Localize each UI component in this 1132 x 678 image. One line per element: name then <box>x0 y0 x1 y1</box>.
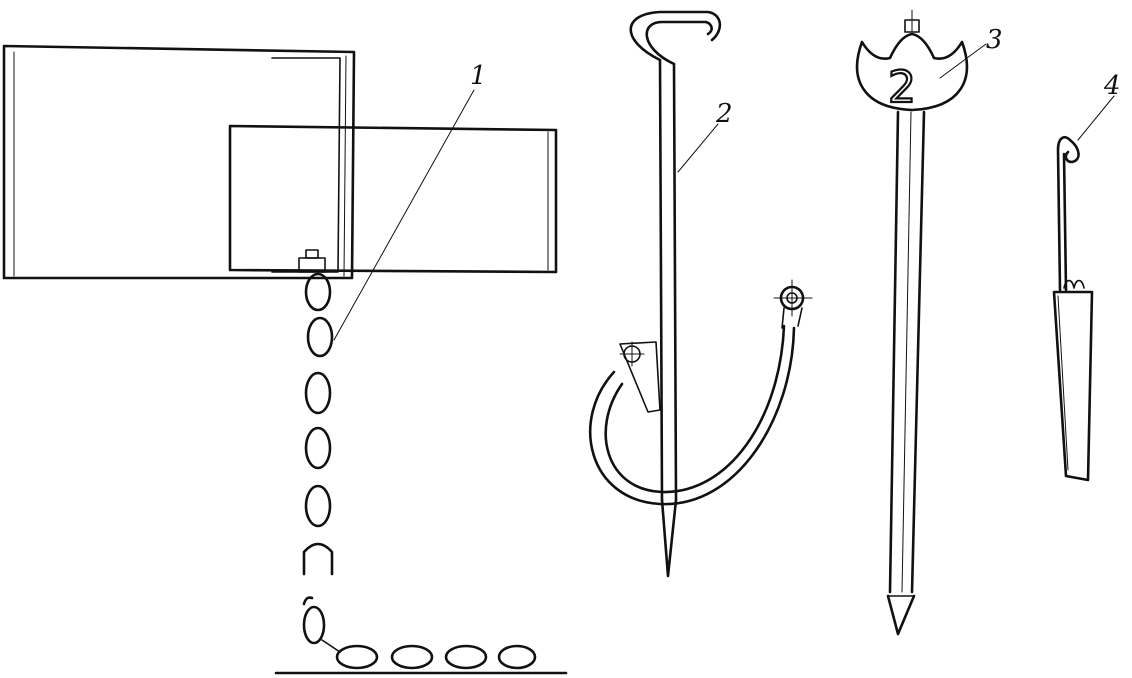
chain <box>274 272 568 675</box>
rear-panel-inner-frame <box>271 57 341 273</box>
chain-link <box>444 644 488 670</box>
hanging-tag <box>1052 136 1094 482</box>
bracket-crosshair <box>619 341 645 367</box>
curved-wire <box>589 324 796 506</box>
front-panel <box>228 124 558 274</box>
eyelet-crosshair <box>773 279 813 317</box>
wire-bracket <box>619 341 661 413</box>
chain-clamp-top <box>305 249 319 259</box>
chain-link <box>304 272 332 312</box>
stake-tip <box>886 594 916 636</box>
chain-link-open <box>302 596 314 606</box>
stake-shaft-center <box>901 111 912 593</box>
numbered-stake: 2 <box>855 9 969 636</box>
chain-link <box>304 484 332 528</box>
tag-body <box>1052 290 1094 482</box>
stake-tip <box>660 498 678 578</box>
chain-link <box>304 426 332 470</box>
leader-line-1 <box>333 89 475 341</box>
chain-link <box>304 371 332 415</box>
hooked-stake <box>589 10 813 578</box>
chain-link <box>302 605 326 645</box>
tag-hook <box>1056 136 1080 292</box>
chain-link-open <box>302 542 334 576</box>
chain-link <box>390 644 434 670</box>
chain-link <box>335 644 379 670</box>
label-4: 4 <box>1103 71 1121 101</box>
stake-number: 2 <box>888 62 916 113</box>
chain-link <box>497 644 537 670</box>
rear-panel <box>2 44 356 280</box>
stake-hook <box>629 10 722 66</box>
rear-panel-inner-frame-2 <box>343 55 347 277</box>
chain-link <box>306 316 334 358</box>
chain-connector <box>321 639 341 653</box>
eyelet-neck <box>781 307 803 329</box>
stake-shaft <box>658 58 678 502</box>
stake-shaft <box>888 110 926 594</box>
panel-assembly <box>2 44 558 280</box>
label-1: 1 <box>470 61 487 91</box>
leader-line-3 <box>939 43 987 79</box>
tag-clip <box>1063 279 1085 289</box>
stake-plate <box>855 32 969 112</box>
callouts: 1 2 3 4 <box>333 25 1121 341</box>
tag-body-edge <box>1057 295 1069 471</box>
leader-line-4 <box>1077 95 1115 141</box>
leader-line-2 <box>677 123 719 173</box>
label-2: 2 <box>715 99 733 129</box>
label-3: 3 <box>986 25 1003 55</box>
